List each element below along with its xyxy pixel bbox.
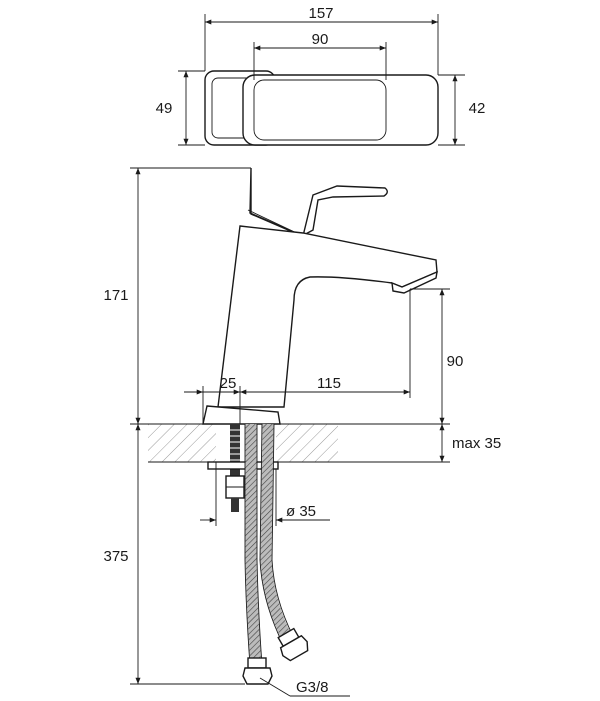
dim-depth-base: 49 (156, 100, 173, 117)
dim-width-overall: 157 (308, 5, 333, 22)
supply-hose-2 (260, 423, 292, 641)
hose-nut-1 (242, 667, 273, 685)
lever-handle (249, 167, 388, 237)
dim-spout-reach: 115 (317, 375, 341, 392)
dim-base-offset: 25 (220, 375, 237, 392)
dim-spout-clearance: 90 (447, 353, 464, 370)
dim-below-deck-length: 375 (103, 548, 128, 565)
supply-hose-1 (245, 424, 262, 666)
top-view-lever (242, 74, 439, 146)
side-view: 171 375 90 max 35 25 115 ø 35 G3/8 (103, 167, 501, 697)
hose-nut-2 (279, 634, 309, 662)
top-view: 157 90 49 42 (156, 5, 486, 146)
top-view-lever-top (253, 79, 387, 141)
dim-height-total: 171 (103, 287, 128, 304)
dim-max-deck-thickness: max 35 (452, 435, 501, 452)
dim-width-lever: 90 (312, 31, 329, 48)
dim-depth-lever: 42 (469, 100, 486, 117)
fixing-washer (207, 461, 279, 470)
threaded-stud (230, 424, 240, 476)
base-flange (202, 405, 281, 425)
dim-connection-thread: G3/8 (296, 679, 329, 696)
spout-outlet (391, 270, 438, 294)
stud-end (231, 498, 239, 512)
dim-hole-diameter: ø 35 (286, 503, 316, 520)
hose-fitting-1 (247, 657, 267, 669)
